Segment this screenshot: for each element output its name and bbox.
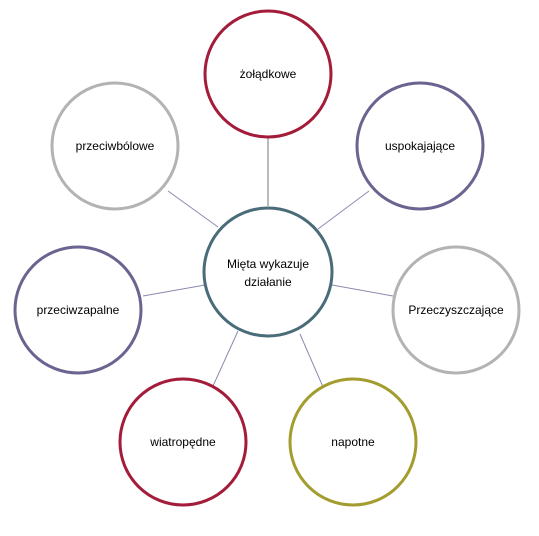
node-przeciwzapalne: przeciwzapalne — [13, 245, 143, 375]
node-label-wiatropedne: wiatropędne — [149, 435, 216, 449]
node-label-przeciwbolowe: przeciwbólowe — [76, 139, 155, 153]
node-circle-przeciwbolowe — [50, 81, 180, 211]
connector-przeciwzapalne — [142, 284, 206, 297]
node-napotne: napotne — [288, 377, 418, 507]
node-zoladkowe: żołądkowe — [203, 9, 333, 139]
node-wiatropedne: wiatropędne — [118, 377, 248, 507]
connector-przeczyszczajace — [331, 284, 394, 297]
center-label-line-2: działanie — [244, 275, 292, 289]
node-uspokajajace: uspokajające — [355, 81, 485, 211]
node-circle-zoladkowe — [203, 9, 333, 139]
center-node: Mięta wykazuje działanie — [202, 206, 334, 338]
node-przeciwbolowe: przeciwbólowe — [50, 81, 180, 211]
node-circle-wiatropedne — [118, 377, 248, 507]
node-circle-napotne — [288, 377, 418, 507]
node-circle-przeciwzapalne — [13, 245, 143, 375]
connector-przeciwbolowe — [167, 190, 219, 228]
node-przeczyszczajace: Przeczyszczające — [391, 245, 521, 375]
node-label-uspokajajace: uspokajające — [385, 139, 455, 153]
connectors — [142, 137, 394, 388]
node-label-przeciwzapalne: przeciwzapalne — [37, 303, 120, 317]
connector-napotne — [299, 333, 324, 388]
connector-uspokajajace — [317, 190, 370, 230]
node-circle-przeczyszczajace — [391, 245, 521, 375]
center-label-line-1: Mięta wykazuje — [227, 257, 309, 271]
node-circle-uspokajajace — [355, 81, 485, 211]
center-circle — [202, 206, 334, 338]
node-label-napotne: napotne — [331, 435, 375, 449]
connector-wiatropedne — [212, 330, 239, 387]
node-label-przeczyszczajace: Przeczyszczające — [408, 303, 504, 317]
node-label-zoladkowe: żołądkowe — [240, 67, 297, 81]
